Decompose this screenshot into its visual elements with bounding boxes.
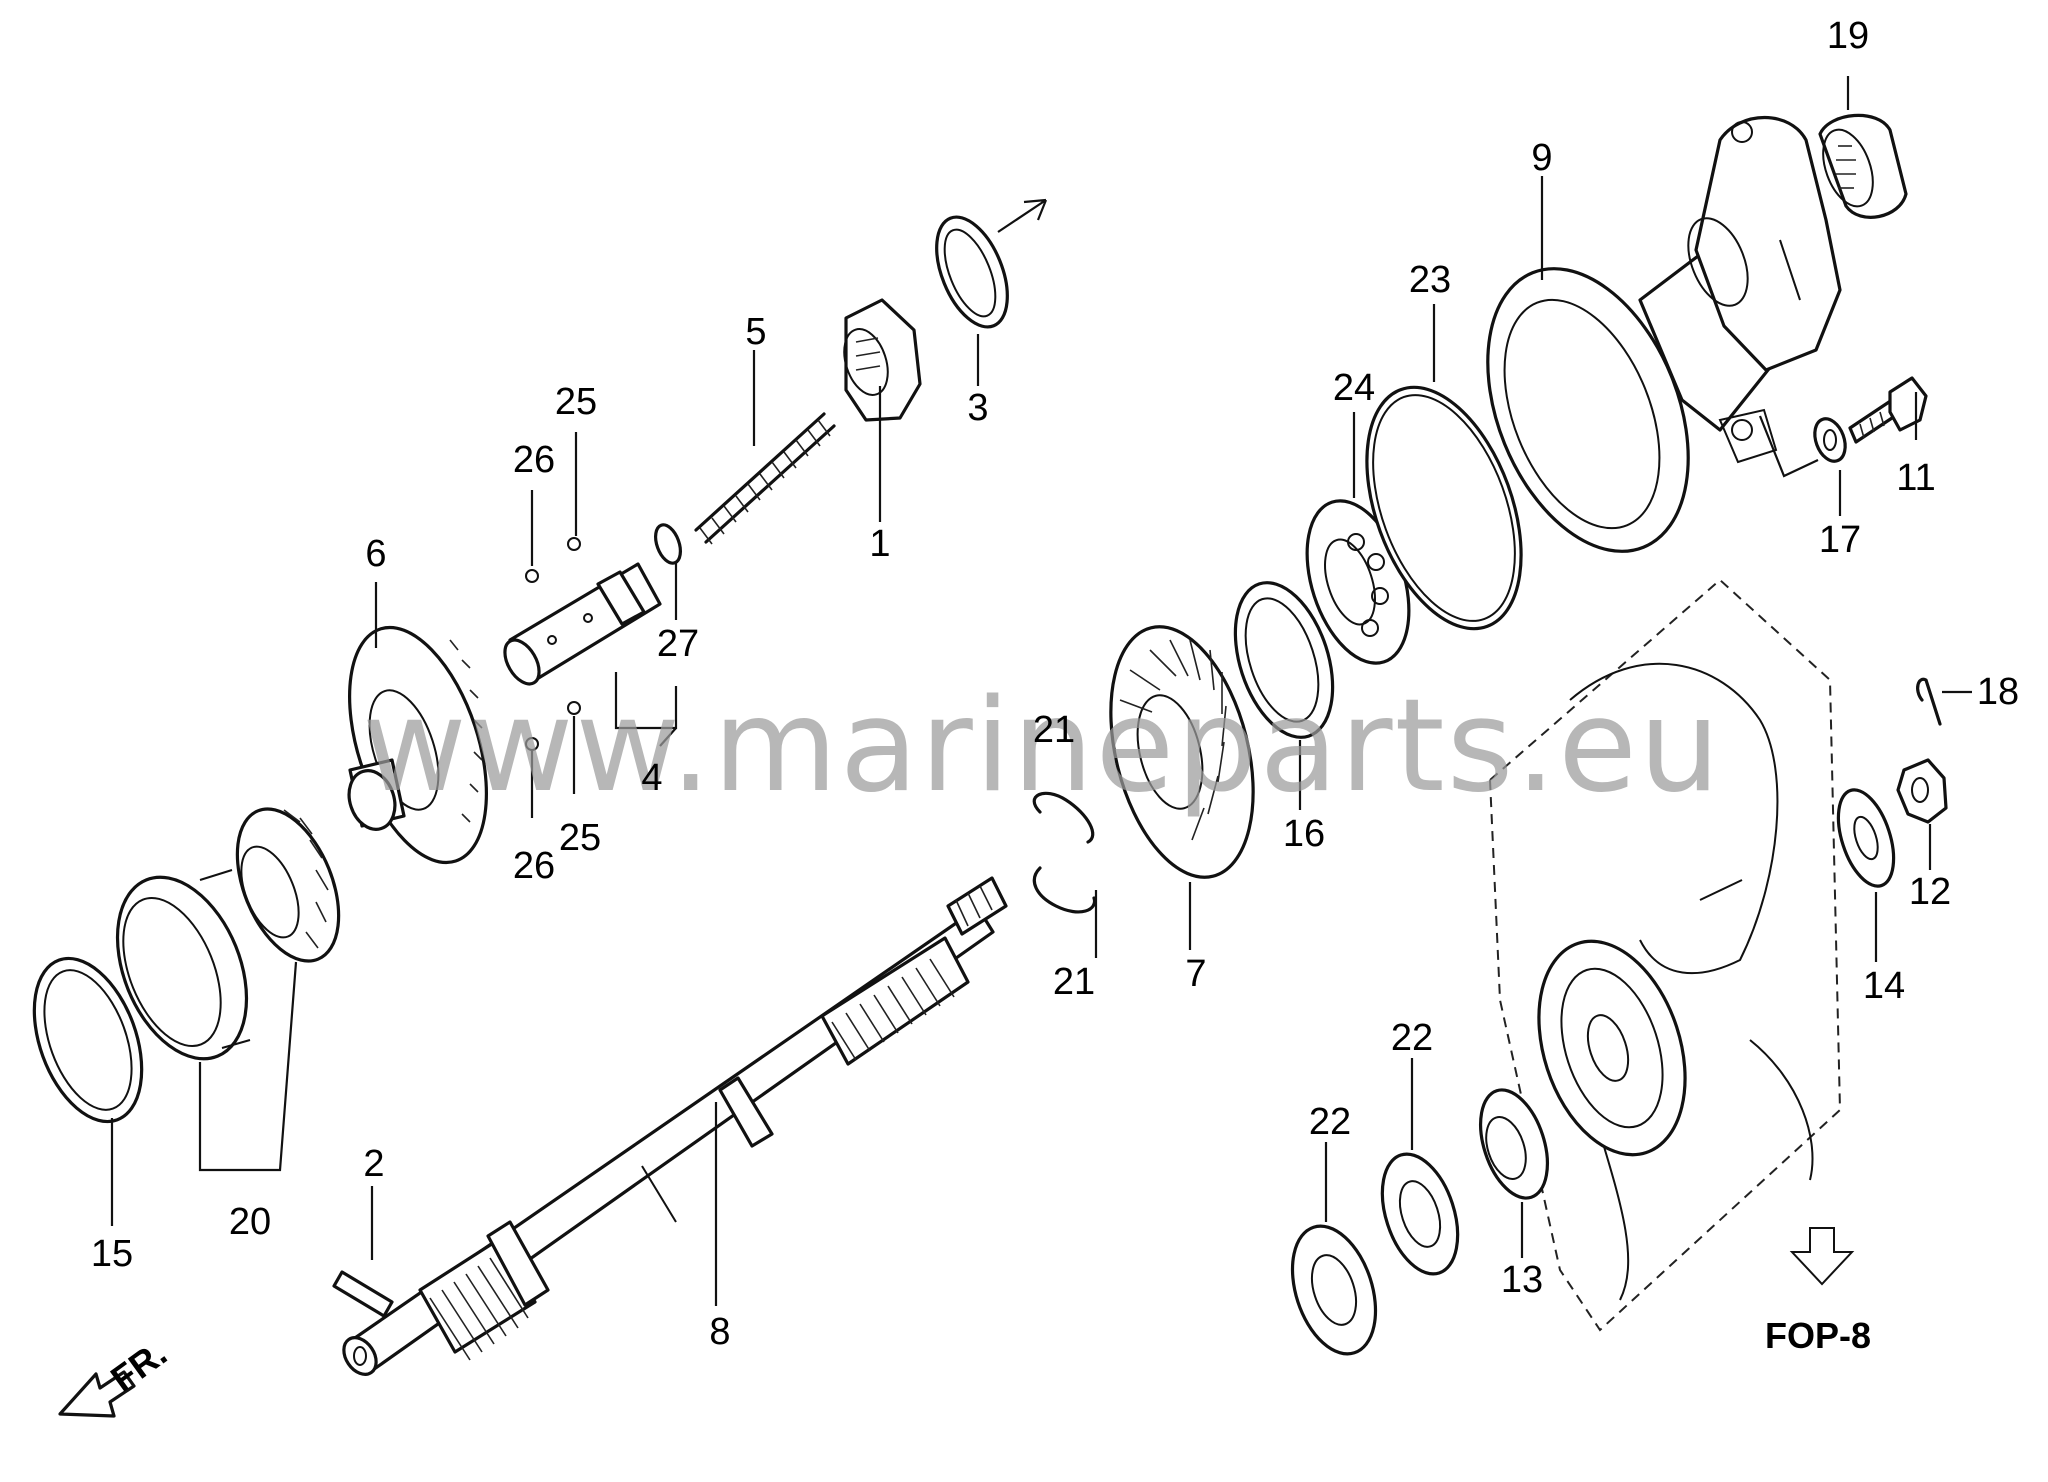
cotter-pin-18 bbox=[1916, 677, 1942, 726]
washer-17 bbox=[1813, 417, 1847, 463]
label-12: 12 bbox=[1909, 871, 1951, 913]
label-1: 1 bbox=[869, 523, 890, 565]
propeller bbox=[1488, 578, 1842, 1332]
label-21-upper: 21 bbox=[1033, 709, 1075, 751]
needle-bearing-19 bbox=[1818, 113, 1908, 219]
spring-5 bbox=[694, 412, 836, 545]
clutch-dog-1 bbox=[843, 298, 922, 422]
front-arrow-icon bbox=[58, 1370, 136, 1418]
tapered-roller-bearing-20 bbox=[235, 807, 341, 963]
label-6: 6 bbox=[365, 533, 386, 575]
thrust-ring-3 bbox=[935, 215, 1009, 329]
shim-16 bbox=[1233, 581, 1335, 739]
label-5: 5 bbox=[745, 311, 766, 353]
label-23: 23 bbox=[1409, 259, 1451, 301]
label-26-lower: 26 bbox=[513, 845, 555, 887]
spring-pin-27 bbox=[654, 523, 682, 565]
label-19: 19 bbox=[1827, 15, 1869, 57]
label-20: 20 bbox=[229, 1201, 271, 1243]
thrust-washer-14 bbox=[1836, 788, 1896, 888]
label-16: 16 bbox=[1283, 813, 1325, 855]
label-21-lower: 21 bbox=[1053, 961, 1095, 1003]
shaft-pin bbox=[332, 1270, 394, 1318]
bearing-holder-9 bbox=[1486, 116, 1842, 553]
circlip-21 bbox=[1032, 791, 1097, 914]
reference-fop-8: FOP-8 bbox=[1765, 1315, 1871, 1356]
label-25-upper: 25 bbox=[555, 381, 597, 423]
propeller-shaft bbox=[342, 876, 1008, 1376]
label-2: 2 bbox=[363, 1143, 384, 1185]
seal-ring-15 bbox=[32, 956, 144, 1124]
label-18: 18 bbox=[1977, 671, 2019, 713]
reference-arrow-icon bbox=[1789, 1227, 1855, 1286]
label-22-lower: 22 bbox=[1309, 1101, 1351, 1143]
label-11: 11 bbox=[1896, 457, 1935, 499]
leader-lines bbox=[110, 76, 1972, 1306]
label-8: 8 bbox=[709, 1311, 730, 1353]
direction-arrow-icon bbox=[997, 198, 1048, 233]
label-3: 3 bbox=[967, 387, 988, 429]
bolt-11 bbox=[1848, 376, 1928, 444]
label-4: 4 bbox=[641, 757, 662, 799]
o-ring-23 bbox=[1365, 385, 1523, 631]
label-7: 7 bbox=[1185, 953, 1206, 995]
castle-nut-12 bbox=[1896, 758, 1948, 824]
label-26-upper: 26 bbox=[513, 439, 555, 481]
label-9: 9 bbox=[1531, 137, 1552, 179]
clutch-shaft-4 bbox=[503, 562, 662, 686]
forward-gear-6 bbox=[347, 625, 488, 865]
label-14: 14 bbox=[1863, 965, 1905, 1007]
label-25-lower: 25 bbox=[559, 817, 601, 859]
label-13: 13 bbox=[1501, 1259, 1543, 1301]
reverse-gear-7 bbox=[1109, 625, 1255, 879]
oil-seal-22-lower bbox=[1290, 1224, 1378, 1356]
bearing-race-20 bbox=[115, 869, 251, 1061]
label-15: 15 bbox=[91, 1233, 133, 1275]
label-24: 24 bbox=[1333, 367, 1375, 409]
label-17: 17 bbox=[1819, 519, 1861, 561]
watermark: www.marineparts.eu bbox=[362, 672, 1722, 821]
oil-seal-22-upper bbox=[1380, 1152, 1460, 1276]
part-labels: 1 2 3 4 5 6 7 8 9 11 12 13 14 15 16 17 1… bbox=[91, 15, 2019, 1353]
label-22-upper: 22 bbox=[1391, 1017, 1433, 1059]
label-27: 27 bbox=[657, 623, 699, 665]
spacer-13 bbox=[1479, 1088, 1549, 1200]
